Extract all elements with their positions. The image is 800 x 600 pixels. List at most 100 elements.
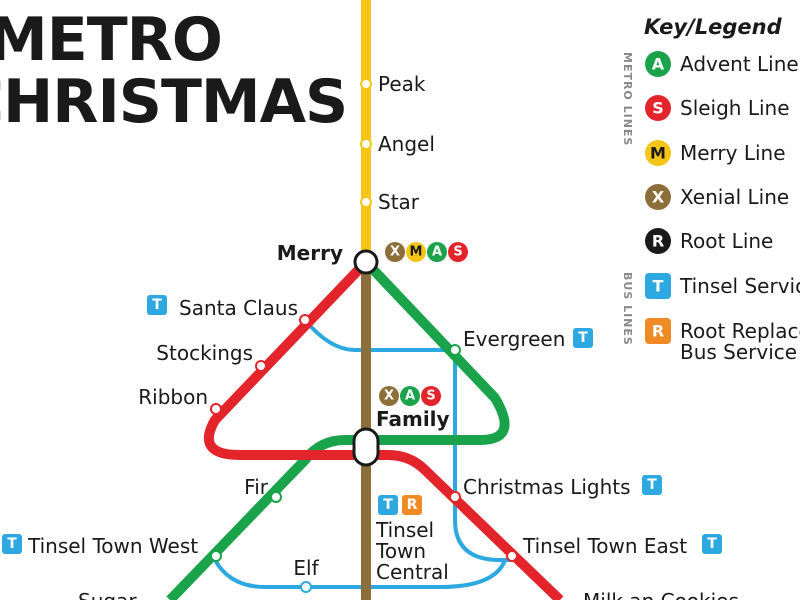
station-label-merry: Merry [277,241,343,265]
station-dot-elf[interactable] [300,581,312,593]
station-label-tinsel-town-west: Tinsel Town West [27,534,198,558]
bus-t-icon [147,295,167,315]
legend-root-letter: R [652,232,664,251]
legend-xenial-icon [645,184,671,210]
bus-t-letter: T [7,536,17,552]
xenial-bullet-letter: X [384,389,394,404]
station-label-tinsel-town-central-3: Central [376,560,449,584]
bus-t-icon [642,475,662,495]
station-label-bottom-right-partial: Milk an Cookies [583,589,739,600]
station-label-santa-claus: Santa Claus [179,296,298,320]
legend-root-replacement-icon [645,318,671,344]
station-markers [210,78,518,593]
legend-merry-icon [645,140,671,166]
bus-r-letter: R [407,497,418,513]
map-title-line-2: CHRISTMAS [0,67,347,137]
map-title-line-1: METRO [0,5,222,75]
legend-advent-letter: A [652,55,665,74]
station-label-tinsel-town-east: Tinsel Town East [522,534,687,558]
advent-bullet-icon [427,242,447,262]
station-label-christmas-lights: Christmas Lights [463,475,631,499]
legend-merry-label: Merry Line [680,141,786,165]
station-dot-santa-claus[interactable] [299,314,311,326]
legend-xenial-letter: X [652,188,665,207]
christmas-lights-bus-badge: T [642,475,662,495]
legend-sleigh-icon [645,95,671,121]
station-dot-star[interactable] [360,196,372,208]
station-label-fir: Fir [244,475,269,499]
legend-bus-lines-label: BUS LINES [621,272,634,346]
station-label-star: Star [378,190,420,214]
station-label-family: Family [376,407,450,431]
legend-merry-letter: M [650,144,666,163]
bus-t-icon [2,534,22,554]
advent-bullet-letter: A [405,389,415,404]
bus-t-letter: T [152,297,162,313]
evergreen-bus-badge: T [573,328,593,348]
legend-advent-label: Advent Line [680,52,799,76]
station-label-tinsel-town-central-2: Town [375,539,426,563]
station-label-stockings: Stockings [156,341,253,365]
station-dot-evergreen[interactable] [449,344,461,356]
family-interchange[interactable] [352,427,380,467]
station-label-angel: Angel [378,132,435,156]
bus-t-letter: T [578,330,588,346]
bus-t-icon [378,495,398,515]
advent-bullet-icon [400,386,420,406]
legend-tinsel-icon [645,273,671,299]
legend-sleigh-label: Sleigh Line [680,96,790,120]
legend-root-label: Root Line [680,229,773,253]
station-label-bottom-left-partial: Sugar... [78,589,154,600]
legend-advent-icon [645,51,671,77]
station-dot-tinsel-town-west[interactable] [210,550,222,562]
bus-t-letter: T [383,497,393,513]
station-dot-stockings[interactable] [255,360,267,372]
advent-bullet-letter: A [432,245,442,260]
sleigh-bullet-letter: S [453,245,462,260]
xenial-bullet-letter: X [390,245,400,260]
sleigh-line-track [203,258,564,600]
family-line-bullets: X A S [379,386,441,406]
bus-t-letter: T [647,477,657,493]
merry-bullet-icon [406,242,426,262]
station-dot-christmas-lights[interactable] [449,491,461,503]
legend-root-replacement-label-line-2: Bus Service [680,340,797,364]
station-label-ribbon: Ribbon [138,385,208,409]
merry-bullet-letter: M [410,245,423,260]
tinsel-town-central-bus-badges: T R [378,495,422,515]
station-dot-angel[interactable] [360,138,372,150]
station-dot-peak[interactable] [360,78,372,90]
tinsel-town-west-bus-badge: T [2,534,22,554]
bus-t-icon [702,534,722,554]
xenial-bullet-icon [385,242,405,262]
station-dot-fir[interactable] [270,491,282,503]
station-label-tinsel-town-central-1: Tinsel [375,518,434,542]
legend-sleigh-letter: S [652,99,664,118]
legend-root-replacement-label: Root Replacement [680,319,800,343]
bus-t-icon [573,328,593,348]
tinsel-bus-route [213,318,517,589]
legend-metro-lines-label: METRO LINES [621,52,634,146]
merry-line-bullets: X M A S [385,242,468,262]
station-dot-tinsel-town-east[interactable] [506,550,518,562]
legend-root-replacement-letter: R [652,322,664,341]
station-label-peak: Peak [378,72,426,96]
legend: Key/Legend METRO LINES BUS LINES A Adven… [621,15,800,364]
tinsel-town-east-bus-badge: T [702,534,722,554]
legend-root-icon [645,228,671,254]
legend-title: Key/Legend [644,15,783,39]
santa-claus-bus-badge: T [147,295,167,315]
sleigh-bullet-letter: S [426,389,435,404]
legend-tinsel-letter: T [653,277,664,296]
station-dot-ribbon[interactable] [210,403,222,415]
station-label-evergreen: Evergreen [463,327,565,351]
legend-xenial-label: Xenial Line [680,185,789,209]
xenial-bullet-icon [379,386,399,406]
bus-r-icon [402,495,422,515]
bus-t-letter: T [707,536,717,552]
sleigh-bullet-icon [448,242,468,262]
sleigh-bullet-icon [421,386,441,406]
merry-interchange[interactable] [353,249,379,275]
legend-tinsel-label: Tinsel Service [679,274,800,298]
